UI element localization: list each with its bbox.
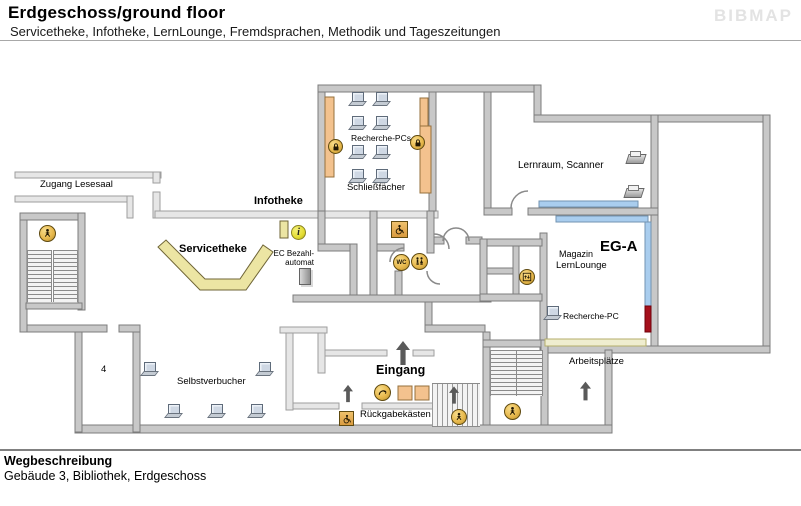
stairs-icon xyxy=(39,225,56,242)
pc-icon xyxy=(258,362,272,376)
label-zugang-lesesaal: Zugang Lesesaal xyxy=(40,179,113,190)
label-ec-bezahlautomat: EC Bezahl- automat xyxy=(268,249,314,267)
label-magazin-code: EG-A xyxy=(600,238,638,255)
footer-description: Gebäude 3, Bibliothek, Erdgeschoss xyxy=(4,469,207,483)
staircase-upper-left xyxy=(53,250,78,302)
wc-icon: WC xyxy=(393,254,410,271)
scanner-icon xyxy=(627,151,645,163)
label-ec-line2: automat xyxy=(285,257,314,267)
scanner-icon xyxy=(625,185,643,197)
stairs-icon xyxy=(451,409,467,425)
stairs-icon xyxy=(504,403,521,420)
accessible-entrance-icon xyxy=(339,411,354,426)
payment-terminal-icon xyxy=(299,268,311,285)
pc-icon xyxy=(375,92,389,106)
toilets-icon xyxy=(411,253,428,270)
label-servicetheke: Servicetheke xyxy=(179,243,247,255)
elevator-icon xyxy=(519,269,535,285)
pc-icon xyxy=(143,362,157,376)
label-room-number: 4 xyxy=(101,364,107,375)
label-arbeitsplaetze: Arbeitsplätze xyxy=(569,356,624,367)
pc-icon xyxy=(375,145,389,159)
label-schliessfaecher: Schließfächer xyxy=(346,182,406,193)
pc-icon xyxy=(351,145,365,159)
stairs-arrow-icon xyxy=(449,385,459,405)
info-icon: i xyxy=(291,225,306,240)
staircase-main xyxy=(516,350,543,396)
pc-icon xyxy=(375,116,389,130)
page-subtitle: Servicetheke, Infotheke, LernLounge, Fre… xyxy=(10,24,501,39)
pc-icon xyxy=(351,169,365,183)
label-rueckgabekaesten: Rückgabekästen xyxy=(360,409,431,420)
label-selbstverbucher: Selbstverbucher xyxy=(177,376,246,387)
header-divider xyxy=(0,40,801,41)
pc-icon xyxy=(375,169,389,183)
pc-icon xyxy=(546,306,560,320)
label-eingang: Eingang xyxy=(376,363,426,377)
page-title: Erdgeschoss/ground floor xyxy=(8,3,226,22)
pc-icon xyxy=(167,404,181,418)
lock-icon xyxy=(410,135,425,150)
pc-icon xyxy=(351,116,365,130)
pc-icon xyxy=(351,92,365,106)
wc-icon-text: WC xyxy=(396,259,407,266)
staircase-upper-left xyxy=(27,250,52,302)
label-lernlounge: LernLounge xyxy=(556,260,607,271)
lock-icon xyxy=(328,139,343,154)
footer-divider xyxy=(0,449,801,451)
label-recherche-pcs: Recherche-PCs xyxy=(351,133,411,143)
pc-icon xyxy=(210,404,224,418)
label-recherche-pc: Recherche-PC xyxy=(563,311,619,321)
footer-heading: Wegbeschreibung xyxy=(4,454,113,468)
accessible-entrance-arrow-icon xyxy=(343,384,353,403)
staircase-main xyxy=(490,350,517,396)
entrance-arrow-icon xyxy=(396,341,410,365)
label-ec-line1: EC Bezahl- xyxy=(273,249,314,258)
accessible-wc-icon xyxy=(391,221,408,238)
bibmap-logo: BIBMAP xyxy=(713,6,793,25)
service-desk xyxy=(157,239,274,291)
book-return-icon xyxy=(374,384,391,401)
label-infotheke: Infotheke xyxy=(254,195,303,207)
pc-icon xyxy=(250,404,264,418)
exit-arrow-icon xyxy=(580,381,591,401)
label-magazin: Magazin xyxy=(559,249,594,259)
label-lernraum-scanner: Lernraum, Scanner xyxy=(518,160,604,171)
